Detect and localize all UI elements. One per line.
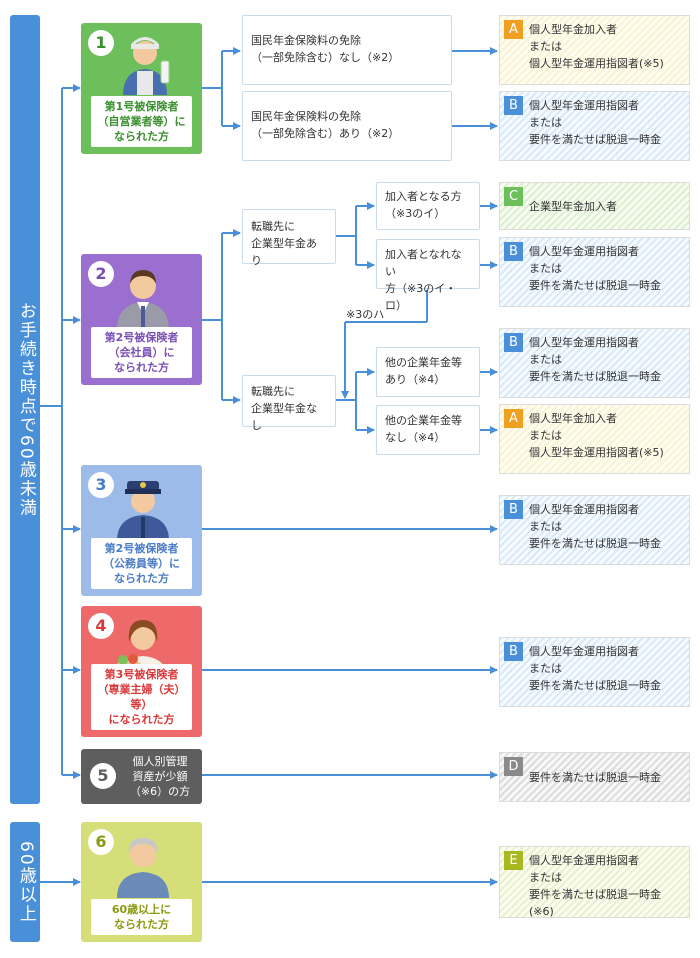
card-label: 個人別管理 資産が少額 （※6）の方 bbox=[129, 755, 191, 798]
senior-person-icon bbox=[117, 838, 169, 898]
result-text: 個人型年金運用指図者 または 要件を満たせば脱退一時金(※6) bbox=[529, 854, 661, 918]
self-employed-person-icon bbox=[123, 37, 170, 95]
result-box-a: A 個人型年金加入者 または 個人型年金運用指図者(※5) bbox=[499, 404, 690, 474]
card-number: 3 bbox=[88, 472, 114, 498]
card-number: 4 bbox=[88, 613, 114, 639]
company-employee-icon bbox=[117, 270, 169, 330]
condition-member-no: 加入者となれない 方（※3のイ・ロ） bbox=[376, 239, 480, 312]
card-label: 第3号被保険者 （専業主婦（夫）等） になられた方 bbox=[91, 664, 192, 730]
result-box-b: B 個人型年金運用指図者 または 要件を満たせば脱退一時金 bbox=[499, 237, 690, 307]
note-3ha: ※3のハ bbox=[346, 308, 385, 321]
sidebar-under-60-label: お手続き時点で60歳未満 bbox=[15, 301, 36, 518]
result-box-e: E 個人型年金運用指図者 または 要件を満たせば脱退一時金(※6) bbox=[499, 846, 690, 918]
card-category-3: 3 第2号被保険者 （公務員等）に なられた方 bbox=[81, 465, 202, 596]
result-tag: B bbox=[504, 500, 523, 519]
sidebar-over-60: 60歳以上 bbox=[10, 822, 40, 942]
result-box-a: A 個人型年金加入者 または 個人型年金運用指図者(※5) bbox=[499, 15, 690, 85]
card-label: 第2号被保険者 （公務員等）に なられた方 bbox=[91, 538, 192, 589]
result-text: 企業型年金加入者 bbox=[529, 200, 617, 213]
condition-other-yes: 他の企業年金等 あり（※4） bbox=[376, 347, 480, 397]
result-tag: B bbox=[504, 642, 523, 661]
condition-member-yes: 加入者となる方 （※3のイ） bbox=[376, 182, 480, 230]
result-text: 個人型年金加入者 または 個人型年金運用指図者(※5) bbox=[529, 23, 664, 70]
card-label: 第2号被保険者 （会社員）に なられた方 bbox=[91, 327, 192, 378]
result-text: 個人型年金運用指図者 または 要件を満たせば脱退一時金 bbox=[529, 99, 661, 146]
result-tag: C bbox=[504, 187, 523, 206]
result-tag: B bbox=[504, 242, 523, 261]
result-box-b: B 個人型年金運用指図者 または 要件を満たせば脱退一時金 bbox=[499, 91, 690, 161]
result-text: 個人型年金加入者 または 個人型年金運用指図者(※5) bbox=[529, 412, 664, 459]
result-text: 個人型年金運用指図者 または 要件を満たせば脱退一時金 bbox=[529, 503, 661, 550]
sidebar-over-60-label: 60歳以上 bbox=[15, 840, 36, 924]
card-category-2: 2 第2号被保険者 （会社員）に なられた方 bbox=[81, 254, 202, 385]
card-number: 1 bbox=[88, 30, 114, 56]
card-number: 2 bbox=[88, 261, 114, 287]
result-text: 個人型年金運用指図者 または 要件を満たせば脱退一時金 bbox=[529, 245, 661, 292]
result-text: 個人型年金運用指図者 または 要件を満たせば脱退一時金 bbox=[529, 336, 661, 383]
card-number: 6 bbox=[88, 829, 114, 855]
card-number: 5 bbox=[90, 763, 116, 789]
condition-corp-yes: 転職先に 企業型年金あり bbox=[242, 209, 336, 267]
result-box-b: B 個人型年金運用指図者 または 要件を満たせば脱退一時金 bbox=[499, 637, 690, 707]
condition-corp-no: 転職先に 企業型年金なし bbox=[242, 375, 336, 432]
sidebar-under-60: お手続き時点で60歳未満 bbox=[10, 15, 40, 804]
condition-exempt-none: 国民年金保険料の免除 （一部免除含む）なし（※2） bbox=[242, 15, 452, 85]
result-tag: B bbox=[504, 333, 523, 352]
result-box-b: B 個人型年金運用指図者 または 要件を満たせば脱退一時金 bbox=[499, 328, 690, 398]
result-tag: E bbox=[504, 851, 523, 870]
card-category-1: 1 第1号被保険者 （自営業者等）に なられた方 bbox=[81, 23, 202, 154]
result-text: 個人型年金運用指図者 または 要件を満たせば脱退一時金 bbox=[529, 645, 661, 692]
result-tag: A bbox=[504, 20, 523, 39]
card-label: 60歳以上に なられた方 bbox=[91, 899, 192, 935]
public-servant-icon bbox=[117, 481, 169, 541]
result-tag: A bbox=[504, 409, 523, 428]
result-box-d: D 要件を満たせば脱退一時金 bbox=[499, 752, 690, 802]
card-category-4: 4 第3号被保険者 （専業主婦（夫）等） になられた方 bbox=[81, 606, 202, 737]
result-text: 要件を満たせば脱退一時金 bbox=[529, 771, 661, 784]
condition-other-no: 他の企業年金等 なし（※4） bbox=[376, 405, 480, 455]
result-tag: D bbox=[504, 757, 523, 776]
card-category-6: 6 60歳以上に なられた方 bbox=[81, 822, 202, 942]
result-box-c: C 企業型年金加入者 bbox=[499, 182, 690, 230]
result-box-b: B 個人型年金運用指図者 または 要件を満たせば脱退一時金 bbox=[499, 495, 690, 565]
card-label: 第1号被保険者 （自営業者等）に なられた方 bbox=[91, 96, 192, 147]
result-tag: B bbox=[504, 96, 523, 115]
condition-exempt-yes: 国民年金保険料の免除 （一部免除含む）あり（※2） bbox=[242, 91, 452, 161]
card-category-5: 5 個人別管理 資産が少額 （※6）の方 bbox=[81, 749, 202, 804]
